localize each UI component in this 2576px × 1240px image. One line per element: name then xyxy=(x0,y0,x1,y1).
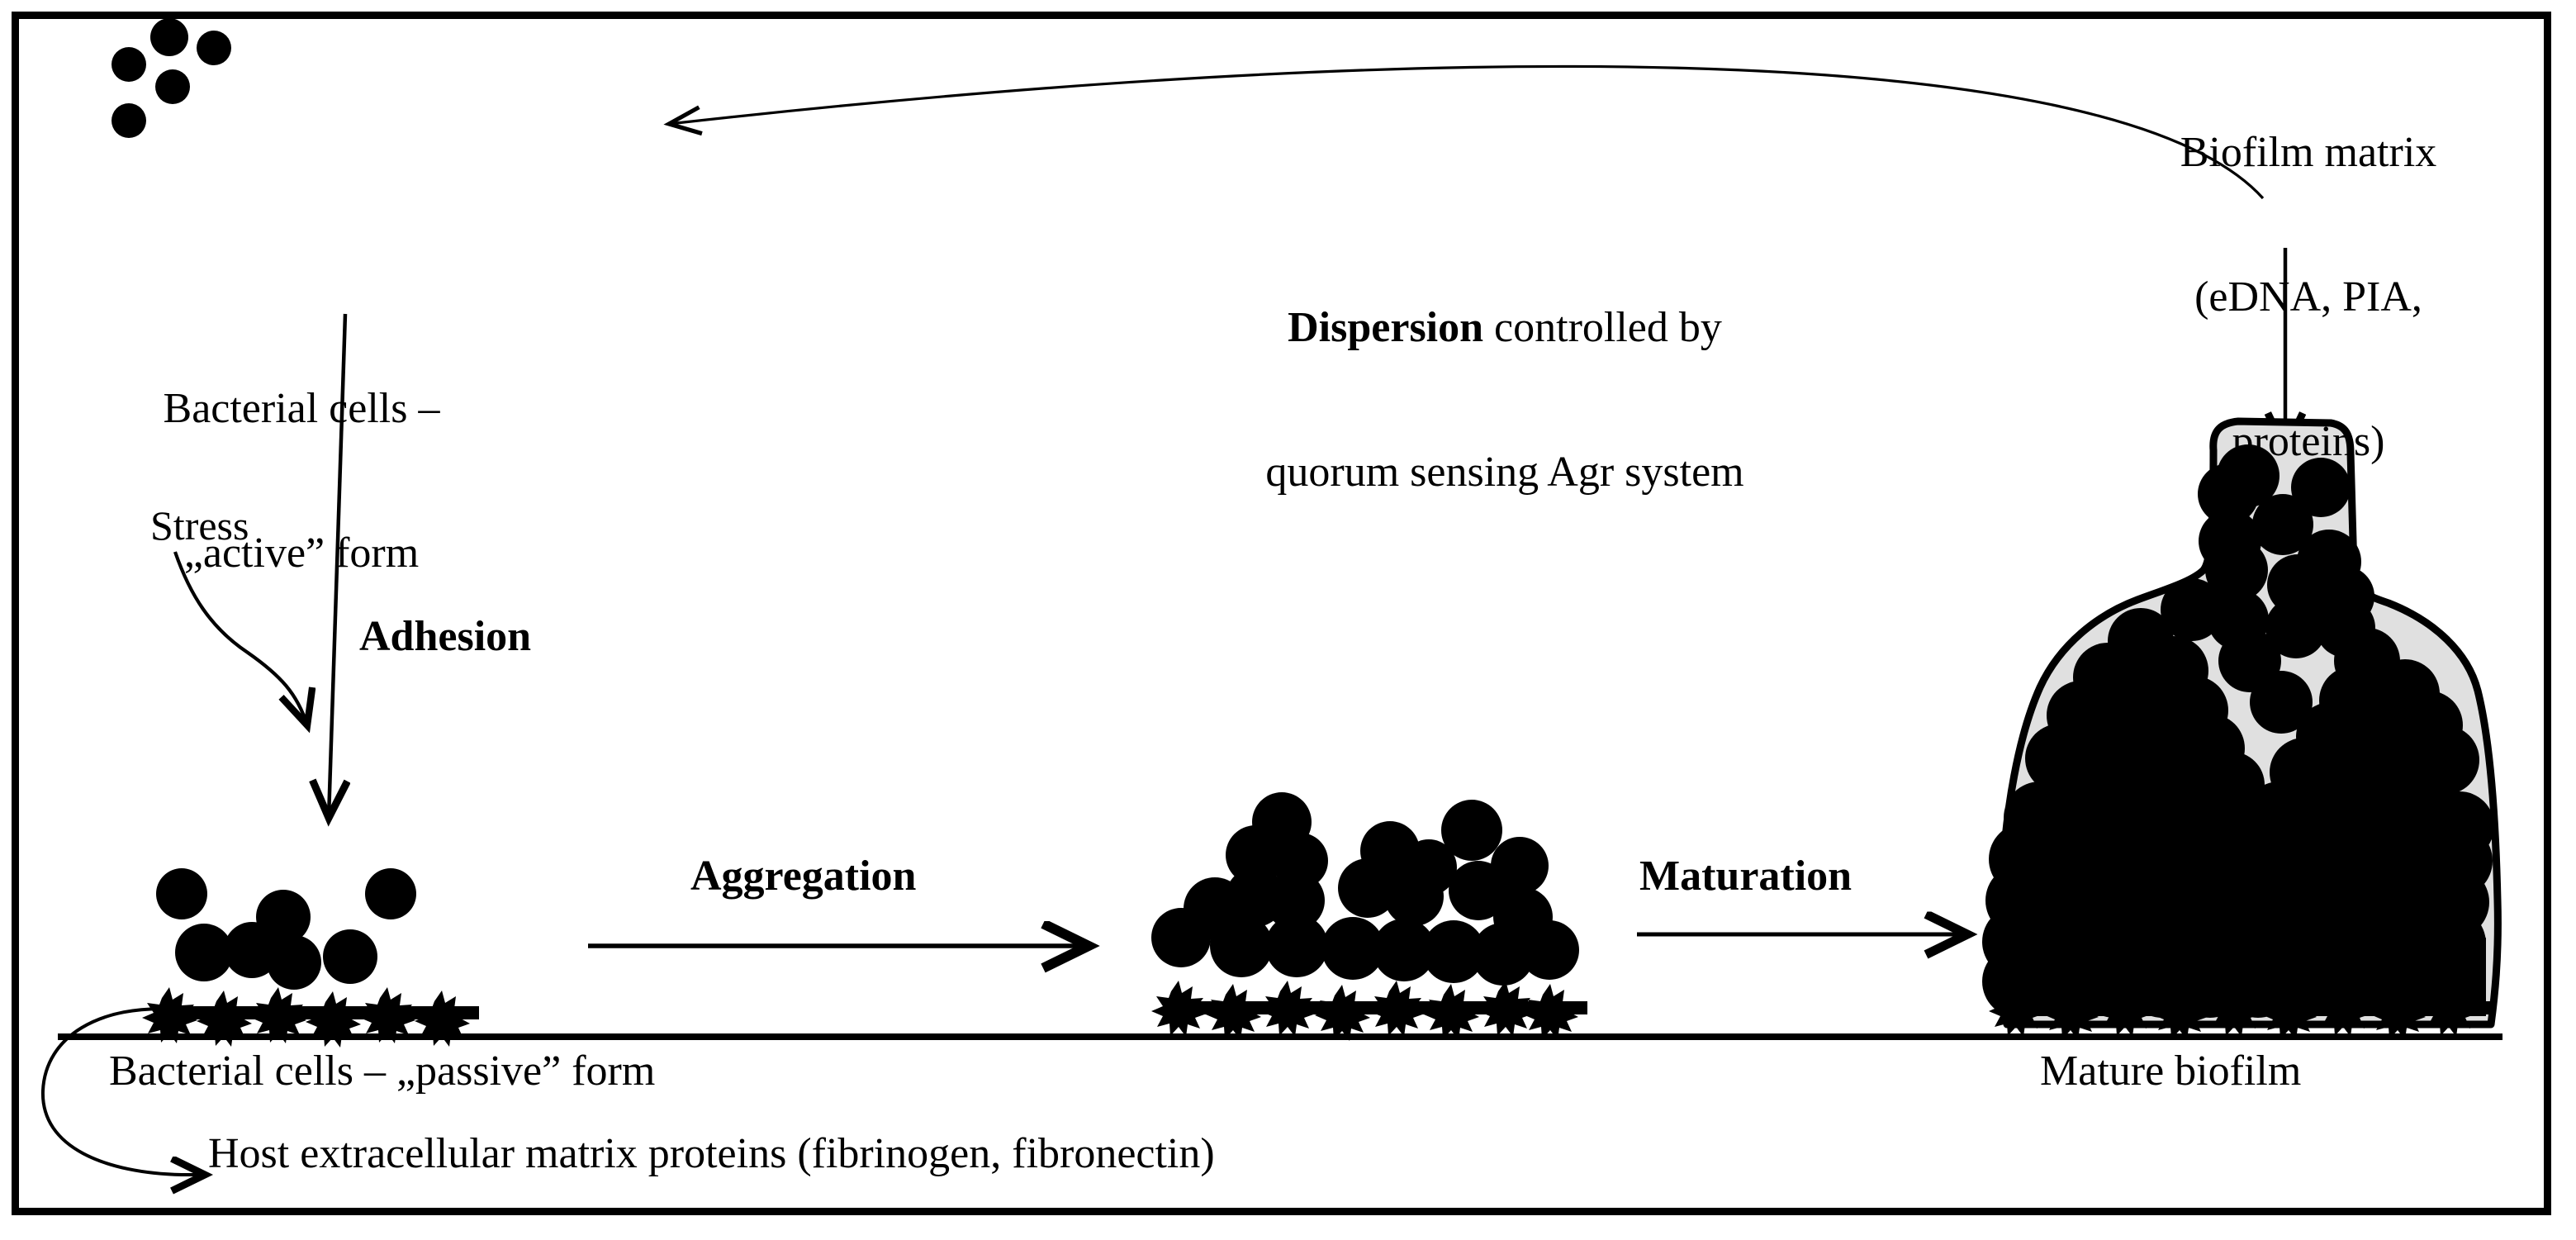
host-proteins-label: Host extracellular matrix proteins (fibr… xyxy=(208,1130,1215,1177)
planktonic-label-line1: Bacterial cells – xyxy=(163,385,440,433)
aggregation-label: Aggregation xyxy=(690,853,917,900)
dispersion-label: Dispersion controlled by quorum sensing … xyxy=(1117,208,1893,593)
passive-cells-label: Bacterial cells – „passive” form xyxy=(109,1048,656,1095)
matrix-label-line1: Biofilm matrix xyxy=(2180,129,2437,177)
mature-biofilm-label: Mature biofilm xyxy=(2040,1048,2302,1095)
stress-label: Stress xyxy=(150,502,249,549)
planktonic-cells-label: Bacterial cells – „active” form xyxy=(128,289,475,674)
planktonic-label-line2: „active” form xyxy=(183,530,420,577)
adhesion-label: Adhesion xyxy=(359,613,532,660)
dispersion-rest: controlled by xyxy=(1483,304,1722,352)
matrix-label-line3: proteins) xyxy=(2232,417,2385,465)
maturation-label: Maturation xyxy=(1639,853,1853,900)
dispersion-label-line1: Dispersion controlled by xyxy=(1117,304,1893,352)
dispersion-keyword: Dispersion xyxy=(1288,304,1484,352)
dispersion-label-line2: quorum sensing Agr system xyxy=(1265,449,1744,496)
matrix-label-line2: (eDNA, PIA, xyxy=(2194,273,2422,321)
biofilm-matrix-label: Biofilm matrix (eDNA, PIA, proteins) xyxy=(2090,33,2527,563)
